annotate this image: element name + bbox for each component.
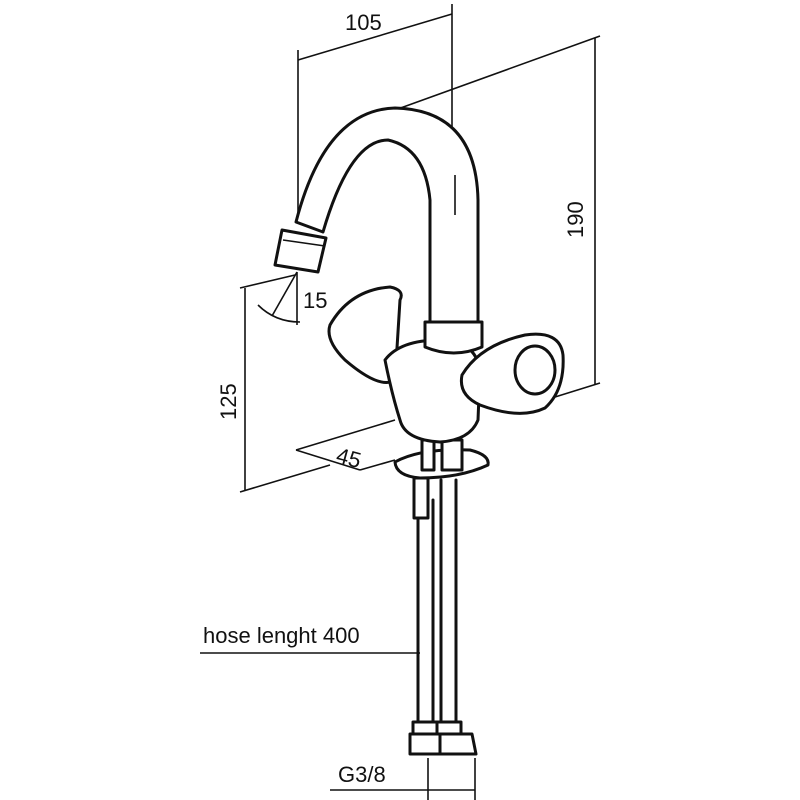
dimension-15-label: 15 (303, 288, 327, 313)
dimension-190 (394, 35, 601, 398)
dimension-125-label: 125 (216, 383, 241, 420)
dimension-45-label: 45 (334, 443, 364, 473)
dimension-g38 (330, 758, 476, 800)
dimension-15-angle (257, 271, 301, 325)
right-handle (459, 332, 565, 415)
dimension-105-label: 105 (345, 10, 382, 35)
left-handle (327, 285, 403, 384)
spout (294, 106, 484, 355)
aerator-nozzle (273, 228, 328, 274)
hose-nuts (408, 720, 478, 756)
thread-size-label: G3/8 (338, 762, 386, 787)
dimension-45 (295, 419, 396, 471)
hose-length-label: hose lenght 400 (203, 623, 360, 648)
dimension-190-label: 190 (563, 201, 588, 238)
dimension-125 (239, 274, 331, 493)
supply-hoses (416, 478, 458, 724)
